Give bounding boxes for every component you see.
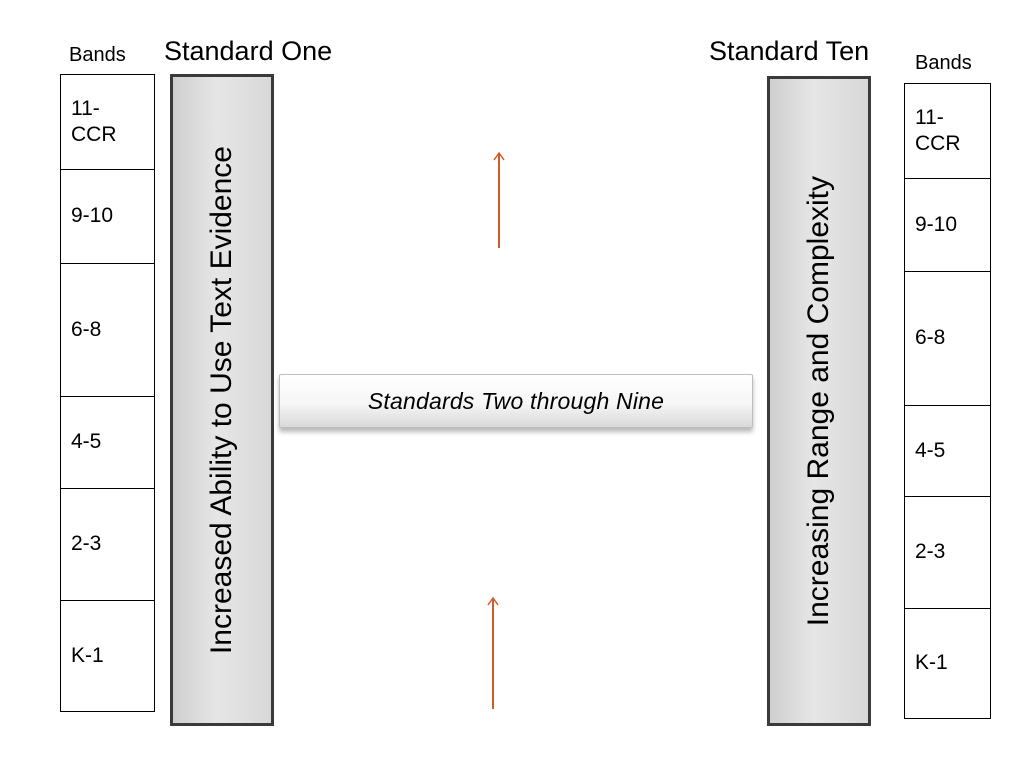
standard-ten-pillar-text: Increasing Range and Complexity bbox=[802, 175, 835, 627]
left-band-k-1: K-1 bbox=[71, 643, 104, 667]
standard-one-pillar-text: Increased Ability to Use Text Evidence bbox=[205, 145, 238, 655]
right-bands-label: Bands bbox=[915, 52, 972, 74]
left-band-9-10: 9-10 bbox=[61, 170, 154, 264]
left-band-11-ccr: 11- CCR bbox=[61, 75, 154, 170]
standard-ten-title: Standard Ten bbox=[709, 36, 870, 66]
left-band-4-5: 4-5 bbox=[61, 397, 154, 489]
up-arrow-icon bbox=[487, 596, 499, 709]
left-band-2-3: 2-3 bbox=[61, 489, 154, 601]
right-band-9-10: 9-10 bbox=[905, 179, 990, 272]
left-bands-table: 11- CCR 9-10 6-8 4-5 2-3 K-1 bbox=[60, 74, 155, 712]
right-bands-table: 11- CCR 9-10 6-8 4-5 2-3 K-1 bbox=[904, 83, 991, 719]
right-band-4-5: 4-5 bbox=[905, 406, 990, 497]
standards-two-through-nine-label: Standards Two through Nine bbox=[367, 387, 665, 414]
right-band-11-ccr: 11- CCR bbox=[905, 84, 990, 179]
right-band-k-1: K-1 bbox=[915, 651, 948, 675]
right-band-6-8: 6-8 bbox=[905, 272, 990, 406]
standard-ten-pillar: Increasing Range and Complexity bbox=[767, 76, 871, 726]
standards-two-through-nine-bar: Standards Two through Nine bbox=[279, 374, 753, 428]
up-arrow-icon bbox=[493, 151, 505, 248]
right-band-2-3: 2-3 bbox=[905, 497, 990, 609]
standard-one-pillar: Increased Ability to Use Text Evidence bbox=[170, 74, 274, 726]
standard-one-title: Standard One bbox=[164, 36, 333, 66]
left-band-6-8: 6-8 bbox=[61, 264, 154, 397]
left-bands-label: Bands bbox=[69, 44, 126, 66]
